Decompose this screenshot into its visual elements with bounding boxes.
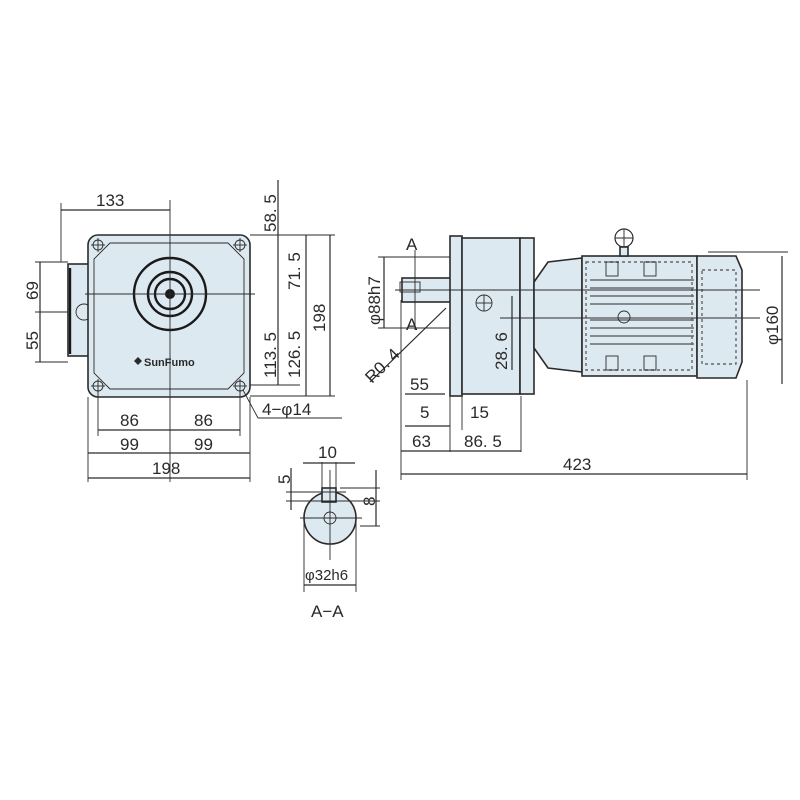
dim-69: 69	[23, 281, 42, 300]
side-flange	[67, 263, 91, 357]
brand-logo: SunFumo	[134, 357, 195, 369]
dim-86-right: 86	[194, 411, 213, 430]
eyebolt-icon	[614, 228, 634, 257]
dim-86-left: 86	[120, 411, 139, 430]
dim-key-width: 10	[318, 443, 337, 462]
dim-71-5: 71. 5	[285, 252, 304, 290]
dim-key-height: 8	[360, 497, 379, 506]
dim-198-bottom: 198	[152, 459, 180, 478]
dim-99-right: 99	[194, 435, 213, 454]
flange-plate	[449, 235, 463, 397]
dim-radius: R0. 4	[361, 345, 403, 387]
section-view: 10 5 8 φ32h6 A−A	[275, 443, 380, 621]
section-marker-a-top: A	[406, 235, 418, 254]
dim-99-left: 99	[120, 435, 139, 454]
dim-133: 133	[96, 191, 124, 210]
dim-423: 423	[563, 455, 591, 474]
dim-86-5: 86. 5	[464, 432, 502, 451]
dim-55-left: 55	[23, 331, 42, 350]
motor-body	[581, 255, 698, 377]
dim-198-right: 198	[310, 304, 329, 332]
dim-55-side: 55	[410, 375, 429, 394]
dim-15: 15	[470, 403, 489, 422]
dim-58-5: 58. 5	[261, 194, 280, 232]
dim-section-shaft-dia: φ32h6	[305, 567, 348, 584]
dim-63: 63	[412, 432, 431, 451]
dim-holes: 4−φ14	[262, 400, 311, 419]
fan-cover	[696, 255, 743, 379]
dim-113-5: 113. 5	[261, 332, 280, 378]
dim-shaft-offset: 28. 6	[492, 332, 511, 370]
dim-shaft-dia: φ88h7	[365, 276, 384, 325]
dim-126-5: 126. 5	[285, 331, 304, 378]
dim-key-depth: 5	[275, 475, 294, 484]
svg-text:SunFumo: SunFumo	[144, 357, 195, 369]
gear-housing	[461, 237, 521, 395]
front-view: SunFumo 133 58. 5 71. 5 113. 5 126. 5 19…	[23, 180, 342, 482]
dim-motor-dia: φ160	[763, 306, 782, 345]
section-marker-a-bottom: A	[406, 315, 418, 334]
side-view: A A φ88h7 R0. 4 28. 6 55 5 15 63 86. 5 4…	[361, 228, 788, 480]
dim-5-side: 5	[420, 403, 429, 422]
section-title: A−A	[311, 602, 344, 621]
